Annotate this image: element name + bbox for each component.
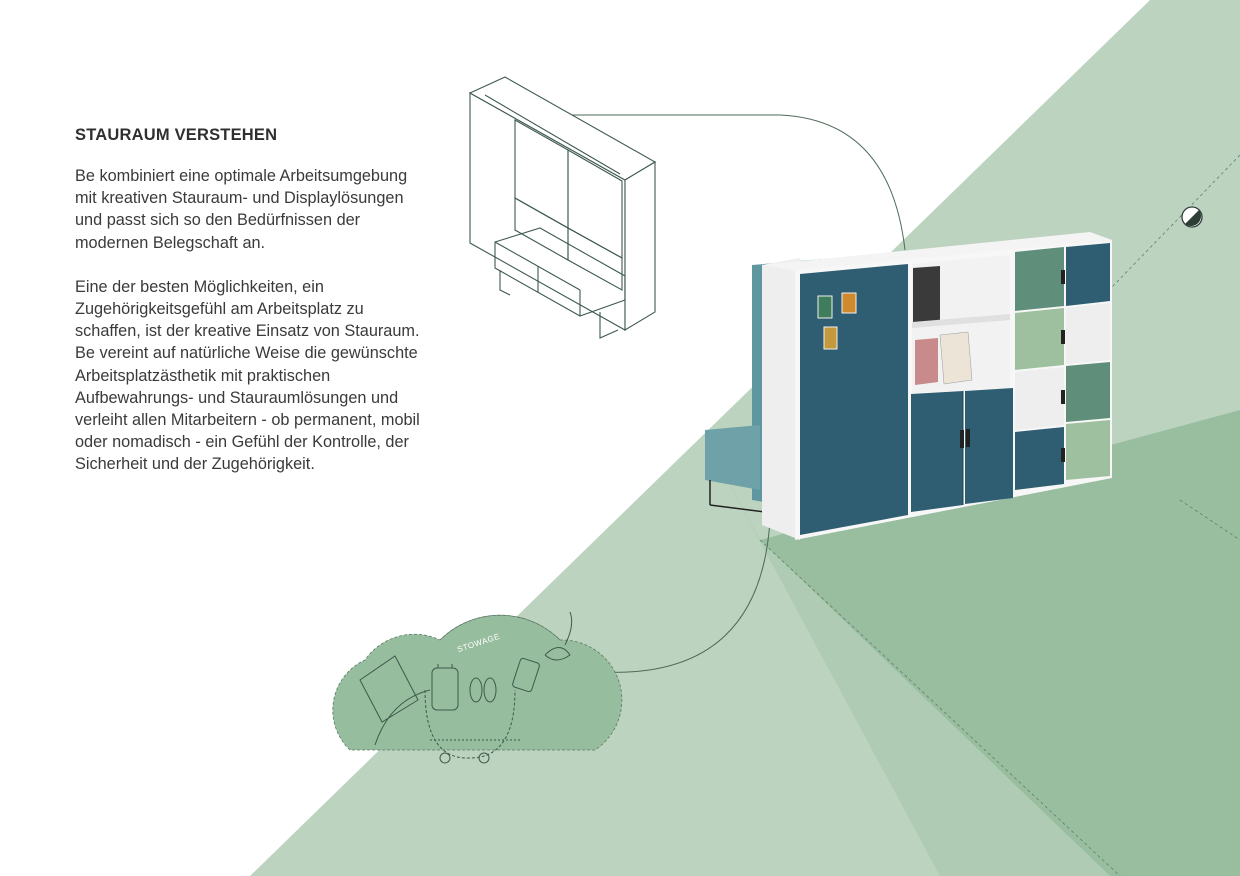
storage-unit-image bbox=[705, 232, 1112, 540]
sofa-sketch-icon bbox=[468, 76, 657, 339]
dark-green-area bbox=[760, 410, 1240, 876]
half-circle-icon bbox=[1181, 206, 1203, 228]
text-section: STAURAUM VERSTEHEN Be kombiniert eine op… bbox=[75, 126, 420, 476]
mid-green-area bbox=[700, 430, 1110, 876]
intro-paragraph: Be kombiniert eine optimale Arbeitsumgeb… bbox=[75, 167, 408, 252]
section-heading: STAURAUM VERSTEHEN bbox=[75, 126, 278, 144]
body-paragraph: Eine der besten Möglichkeiten, ein Zugeh… bbox=[75, 277, 420, 474]
stowage-items-icon: STOWAGE bbox=[332, 611, 623, 764]
